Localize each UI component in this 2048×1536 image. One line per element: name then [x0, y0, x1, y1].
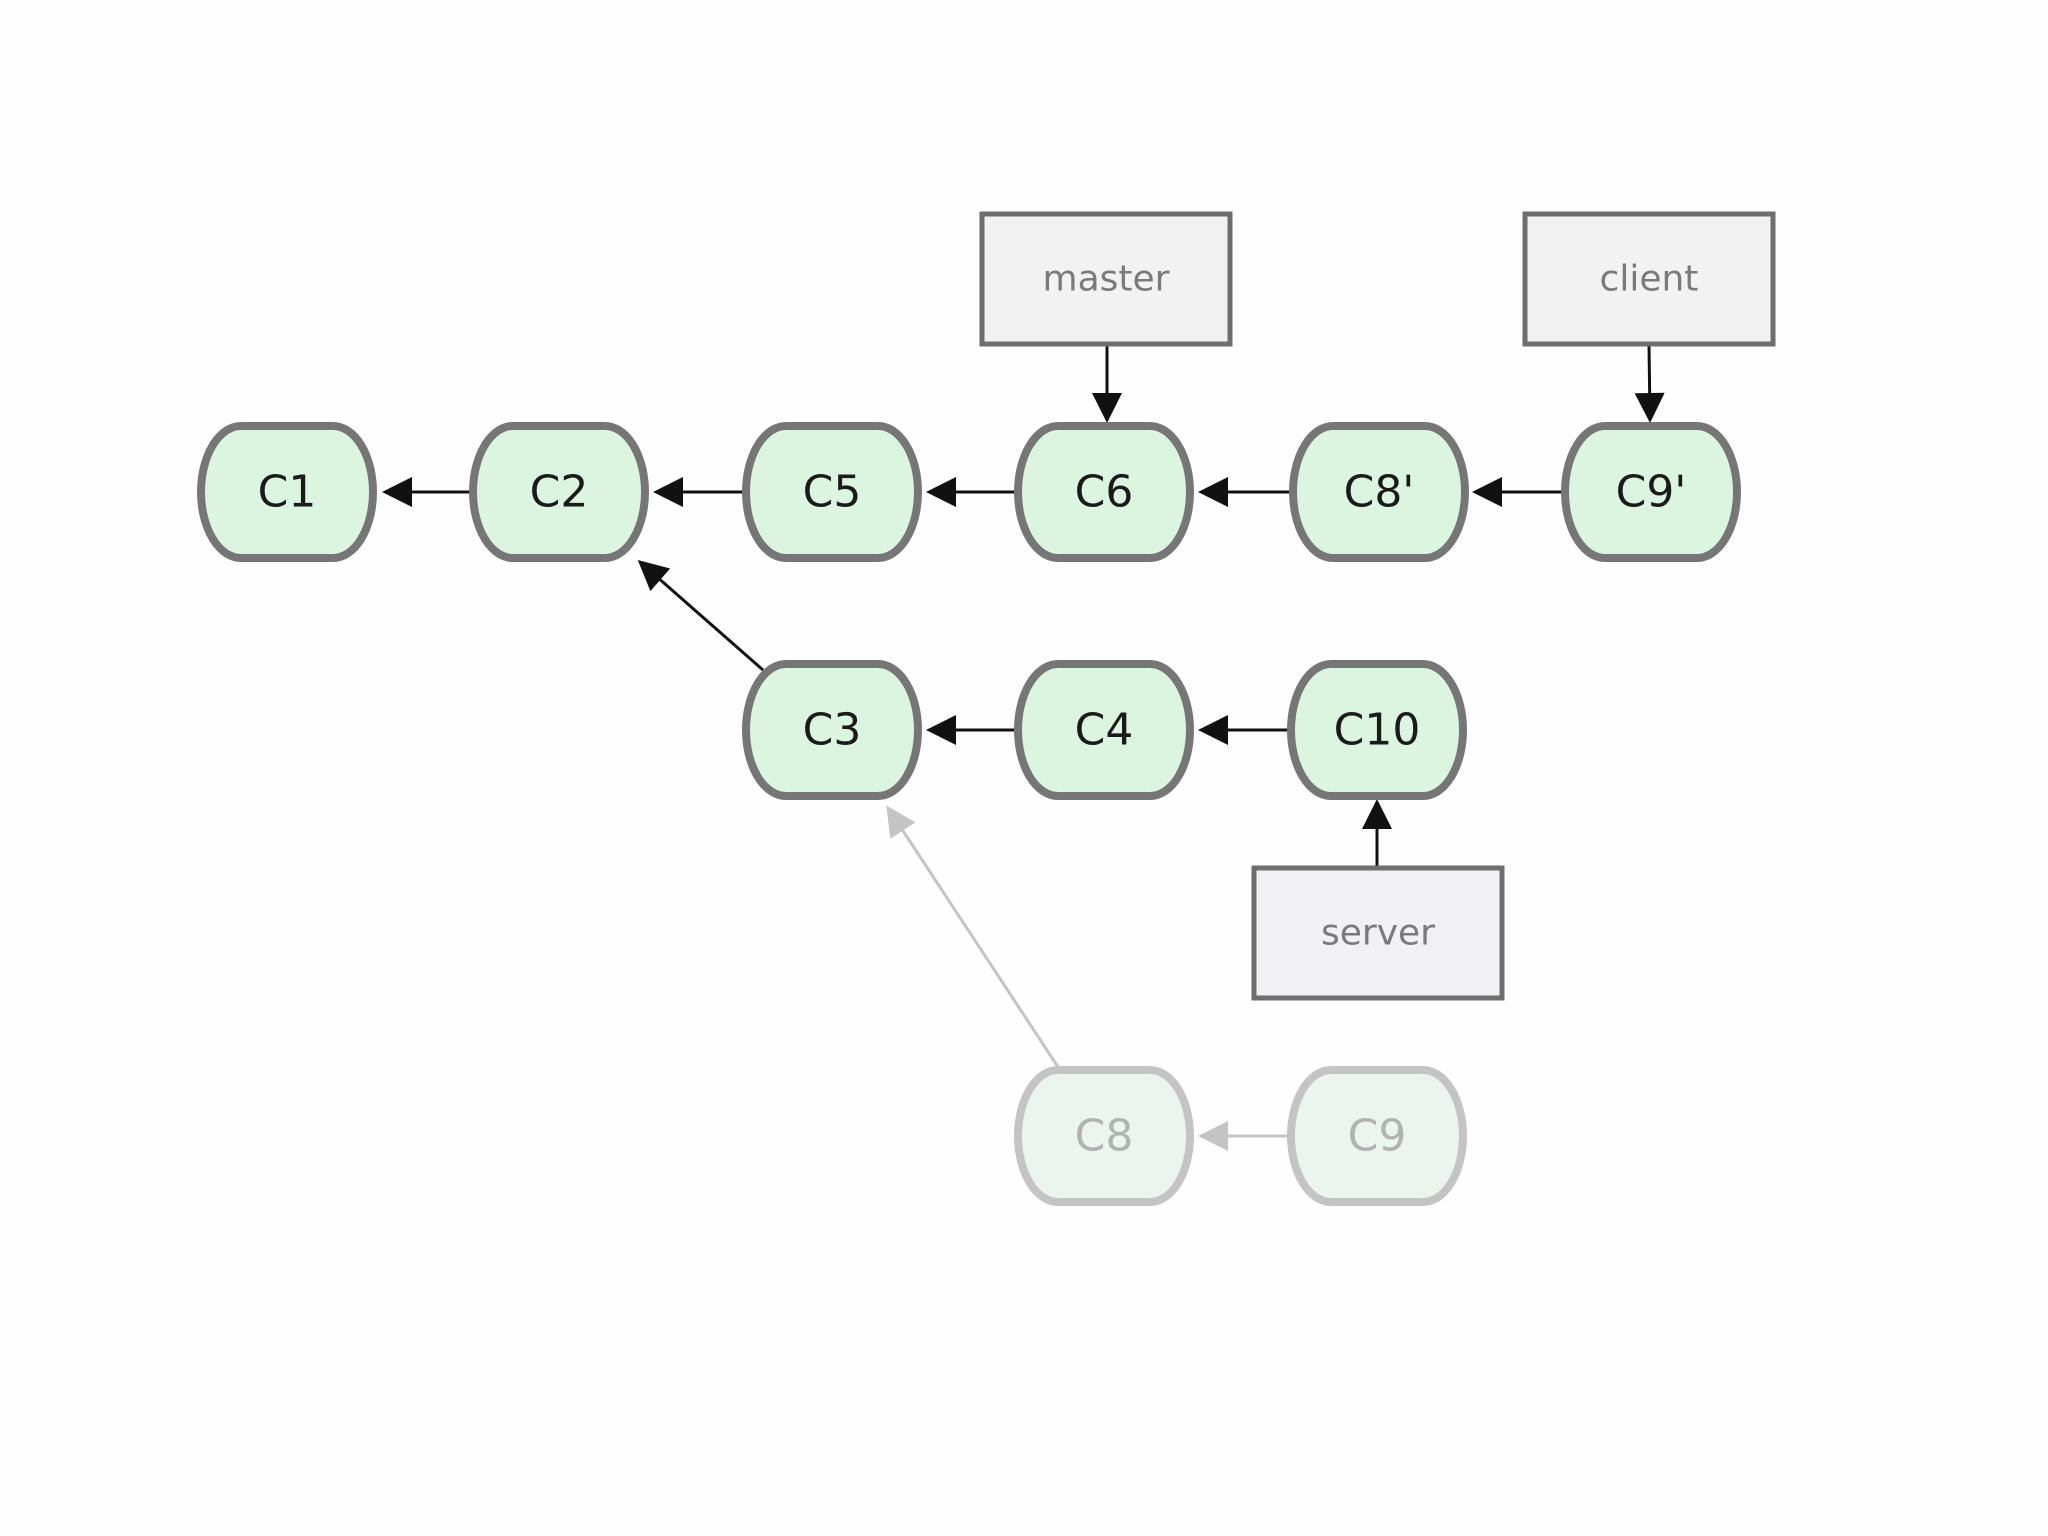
commit-label: C4: [1075, 705, 1134, 756]
commit-label: C3: [803, 705, 862, 756]
parent-edges: [382, 477, 1566, 1151]
commit-c8-faded[interactable]: C8: [1014, 1066, 1194, 1206]
branch-label: client: [1600, 259, 1699, 300]
commit-c5[interactable]: C5: [742, 422, 922, 562]
branch-label: master: [1043, 259, 1170, 300]
commit-c2[interactable]: C2: [469, 422, 649, 562]
commit-c9-faded[interactable]: C9: [1287, 1066, 1467, 1206]
edge-client-c9p: [1634, 343, 1665, 423]
branch-label: server: [1321, 913, 1435, 954]
commit-c1[interactable]: C1: [197, 422, 377, 562]
commit-label: C9: [1348, 1111, 1407, 1162]
branch-labels: master client server: [979, 211, 1776, 1001]
commit-label: C1: [258, 467, 317, 518]
commit-label: C2: [530, 467, 589, 518]
commit-label: C10: [1334, 705, 1421, 756]
commit-c10[interactable]: C10: [1287, 660, 1467, 800]
commit-label: C8': [1344, 467, 1415, 518]
branch-pointer-edges: [1092, 343, 1665, 868]
commit-c6[interactable]: C6: [1014, 422, 1194, 562]
commit-label: C6: [1075, 467, 1134, 518]
commit-label: C8: [1075, 1111, 1134, 1162]
branch-master[interactable]: master: [979, 211, 1233, 347]
commit-c9-prime[interactable]: C9': [1561, 422, 1741, 562]
commits: C1 C2 C5 C6 C8' C9' C3 C4: [197, 422, 1741, 1206]
commit-c4[interactable]: C4: [1014, 660, 1194, 800]
edge-c8-c3: [886, 805, 1062, 1071]
edge-c3-c2: [637, 560, 764, 672]
commit-label: C5: [803, 467, 862, 518]
commit-c8-prime[interactable]: C8': [1289, 422, 1469, 562]
branch-client[interactable]: client: [1522, 211, 1776, 347]
commit-c3[interactable]: C3: [742, 660, 922, 800]
branch-server[interactable]: server: [1251, 865, 1505, 1001]
commit-label: C9': [1616, 467, 1687, 518]
